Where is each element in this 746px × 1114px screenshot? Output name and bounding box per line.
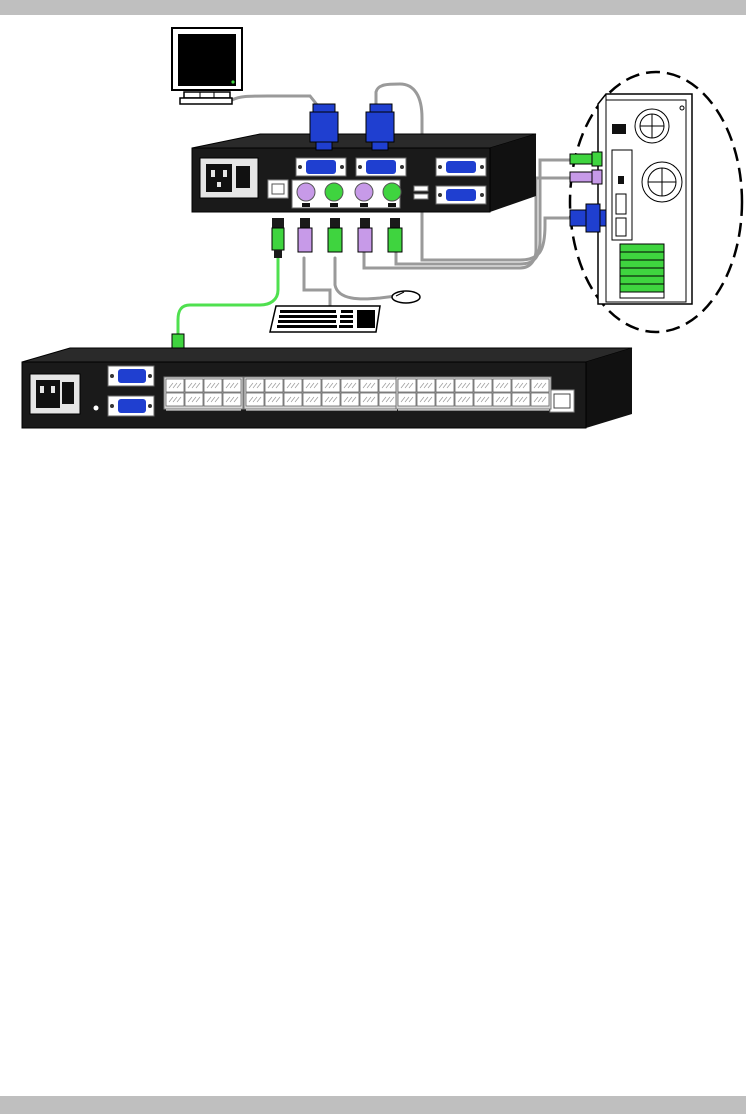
monitor-icon: [172, 28, 242, 104]
kvm-switch-icon: [22, 348, 632, 428]
keyboard-icon: [270, 306, 380, 332]
cat5-cable: [178, 258, 278, 336]
footer-bar: [0, 1096, 746, 1114]
rack-port-grid: [164, 377, 551, 410]
adapter-cable-plugs: [272, 218, 402, 258]
adapter-ps2-ports: [292, 180, 401, 208]
mouse-icon: [392, 291, 420, 303]
keyboard-cable: [304, 258, 330, 308]
kvm-adapter-icon: [192, 134, 536, 212]
pc-tower-icon: [598, 94, 692, 304]
monitor-vga-cable: [232, 96, 318, 106]
